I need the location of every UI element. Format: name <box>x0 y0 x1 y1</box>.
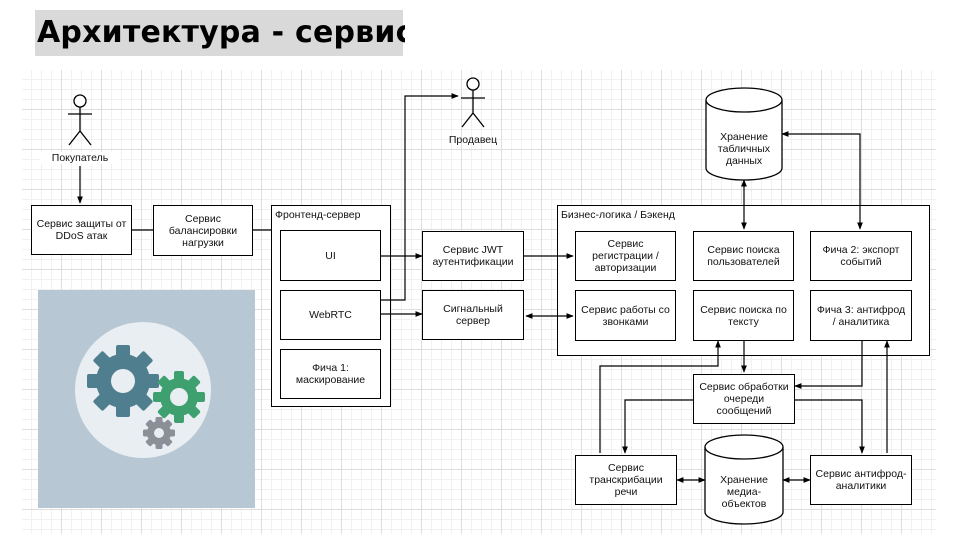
feature2-box: Фича 2: экспорт событий <box>810 231 912 281</box>
antifraud-service-box: Сервис антифрод-аналитики <box>810 455 912 505</box>
edge-queue-transcription <box>622 399 693 454</box>
gear-small-icon <box>143 417 175 449</box>
edge-feature3-queue <box>794 341 863 389</box>
transcription-service-box: Сервис транскрибации речи <box>575 455 677 505</box>
gears-illustration <box>38 290 255 508</box>
seller-label: Продавец <box>448 134 498 146</box>
signal-server-box: Сигнальный сервер <box>422 290 524 340</box>
person-icon <box>461 77 485 128</box>
ui-box: UI <box>280 230 381 281</box>
user-search-service-box: Сервис поиска пользователей <box>693 231 794 281</box>
database-icon <box>705 87 783 181</box>
backend-container-title: Бизнес-логика / Бэкенд <box>561 209 675 221</box>
webrtc-box: WebRTC <box>280 290 381 340</box>
edge-tables-feature2 <box>781 131 863 230</box>
calls-service-box: Сервис работы со звонками <box>575 290 676 341</box>
edge-transcription-textsearch <box>599 340 721 453</box>
feature1-box: Фича 1: маскирование <box>280 349 381 399</box>
ddos-service-box: Сервис защиты от DDoS атак <box>31 205 132 255</box>
frontend-container-title: Фронтенд-сервер <box>275 209 361 221</box>
person-icon <box>68 94 92 146</box>
balancer-service-box: Сервис балансировки нагрузки <box>153 205 253 256</box>
edge-webrtc-seller <box>381 93 459 301</box>
buyer-label: Покупатель <box>40 152 120 164</box>
database-icon <box>704 434 784 525</box>
queue-service-box: Сервис обработки очереди сообщений <box>693 374 795 424</box>
slide-title: Архитектура - сервисы <box>37 15 405 50</box>
slide-title-background <box>35 10 403 56</box>
registration-service-box: Сервис регистрации / авторизации <box>575 231 676 281</box>
jwt-service-box: Сервис JWT аутентификации <box>422 231 524 281</box>
gear-green-icon <box>153 371 205 423</box>
feature3-box: Фича 3: антифрод / аналитика <box>810 290 912 341</box>
edge-queue-antifraud <box>795 399 865 454</box>
media-db-label: Хранение медиа-объектов <box>720 474 768 510</box>
tables-db-label: Хранение табличных данных <box>717 131 771 167</box>
gear-large-icon <box>87 345 159 417</box>
text-search-service-box: Сервис поиска по тексту <box>693 290 794 341</box>
